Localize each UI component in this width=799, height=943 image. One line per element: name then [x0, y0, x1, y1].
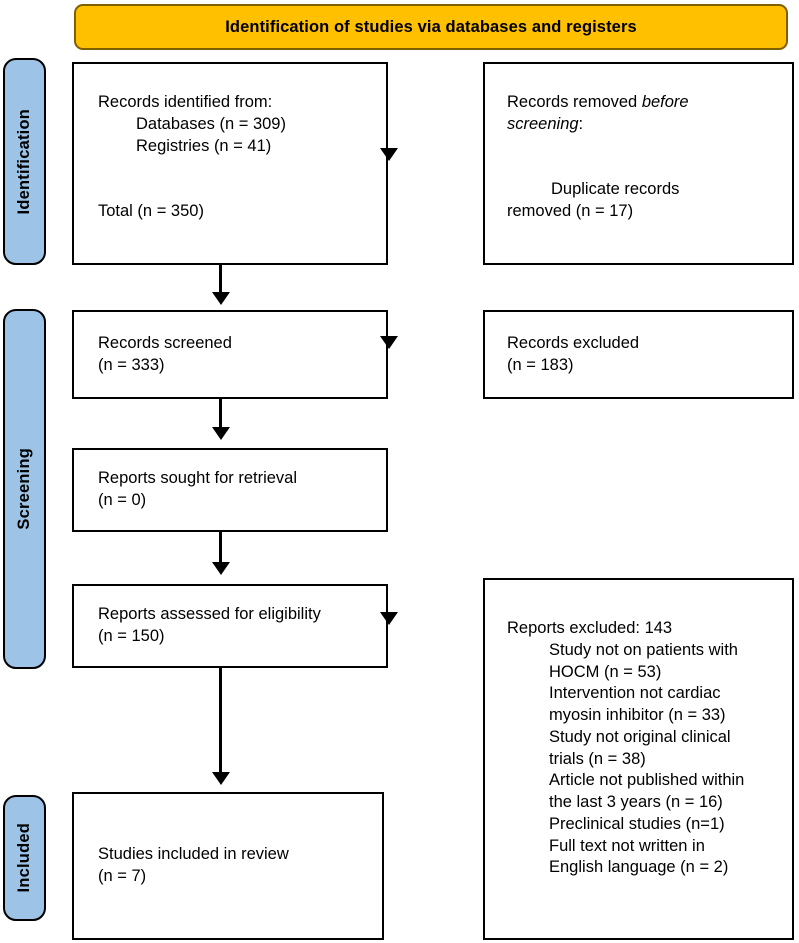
box-records-screened: Records screened (n = 333): [72, 310, 388, 399]
box-reports-excluded-text: Reports excluded: 143 Study not on patie…: [507, 618, 744, 879]
reports-sought-line1: Reports sought for retrieval: [98, 469, 298, 488]
records-removed-colon: :: [578, 114, 584, 133]
box-records-identified: Records identified from: Databases (n = …: [72, 62, 388, 265]
reports-excluded-reason-5: trials (n = 38): [549, 749, 646, 768]
arrow-down-icon-4: [212, 772, 230, 785]
records-removed-count-line: removed (n = 17): [507, 201, 634, 220]
arrow-side-icon-screened-to-excluded: [380, 336, 398, 349]
records-removed-italic-before: before: [641, 93, 689, 111]
records-identified-databases: Databases (n = 309): [136, 114, 286, 133]
box-reports-assessed: Reports assessed for eligibility (n = 15…: [72, 584, 388, 668]
box-records-identified-text: Records identified from: Databases (n = …: [98, 92, 286, 223]
box-studies-included: Studies included in review (n = 7): [72, 792, 384, 940]
arrow-side-icon-assessed-to-excluded: [380, 612, 398, 625]
reports-excluded-reason-0: Study not on patients with: [549, 640, 738, 659]
reports-excluded-reason-7: the last 3 years (n = 16): [549, 793, 723, 812]
records-excluded-line2: (n = 183): [507, 355, 574, 374]
stage-tab-identification-label: Identification: [15, 108, 33, 215]
arrow-down-icon-2: [212, 427, 230, 440]
arrow-side-icon-identified-to-removed: [380, 148, 398, 161]
records-excluded-line1: Records excluded: [507, 333, 640, 352]
stage-tab-screening: Screening: [3, 309, 46, 669]
records-removed-duplicate-line: Duplicate records: [551, 180, 680, 199]
box-records-excluded: Records excluded (n = 183): [483, 310, 794, 399]
studies-included-line1: Studies included in review: [98, 845, 289, 864]
box-reports-sought-text: Reports sought for retrieval (n = 0): [98, 468, 297, 512]
reports-excluded-heading: Reports excluded: 143: [507, 619, 673, 637]
reports-excluded-reason-3: myosin inhibitor (n = 33): [549, 706, 726, 725]
box-records-screened-text: Records screened (n = 333): [98, 333, 232, 377]
connector-screened-to-sought: [219, 399, 222, 435]
reports-excluded-reason-9: Full text not written in: [549, 836, 705, 855]
records-removed-italic-screening: screening: [507, 114, 579, 133]
box-studies-included-text: Studies included in review (n = 7): [98, 844, 289, 888]
records-screened-line1: Records screened: [98, 333, 232, 352]
reports-excluded-reason-8: Preclinical studies (n=1): [549, 814, 725, 833]
reports-sought-line2: (n = 0): [98, 491, 147, 509]
studies-included-line2: (n = 7): [98, 867, 147, 885]
stage-tab-included-label: Included: [15, 823, 33, 893]
records-removed-line1: Records removed: [507, 93, 642, 111]
records-identified-total: Total (n = 350): [98, 201, 204, 220]
arrow-down-icon-1: [212, 292, 230, 305]
records-screened-line2: (n = 333): [98, 355, 165, 374]
connector-assessed-to-included: [219, 668, 222, 778]
connector-sought-to-assessed: [219, 532, 222, 570]
reports-assessed-line1: Reports assessed for eligibility: [98, 605, 321, 624]
reports-excluded-reason-6: Article not published within: [549, 771, 745, 790]
reports-assessed-line2: (n = 150): [98, 627, 165, 645]
reports-excluded-reason-10: English language (n = 2): [549, 858, 729, 877]
box-records-removed: Records removed before screening: Duplic…: [483, 62, 794, 265]
reports-excluded-reason-2: Intervention not cardiac: [549, 684, 721, 703]
box-records-excluded-text: Records excluded (n = 183): [507, 333, 639, 377]
stage-tab-included: Included: [3, 795, 46, 921]
box-reports-assessed-text: Reports assessed for eligibility (n = 15…: [98, 604, 321, 648]
connector-identified-to-screened: [219, 265, 222, 299]
reports-excluded-reason-4: Study not original clinical: [549, 727, 731, 746]
reports-excluded-reason-1: HOCM (n = 53): [549, 662, 662, 681]
box-records-removed-text: Records removed before screening: Duplic…: [507, 92, 689, 223]
box-reports-excluded: Reports excluded: 143 Study not on patie…: [483, 578, 794, 940]
header-title: Identification of studies via databases …: [225, 17, 637, 36]
box-reports-sought: Reports sought for retrieval (n = 0): [72, 448, 388, 532]
stage-tab-screening-label: Screening: [15, 448, 33, 530]
records-identified-line1: Records identified from:: [98, 93, 273, 111]
header-banner: Identification of studies via databases …: [74, 4, 788, 50]
stage-tab-identification: Identification: [3, 58, 46, 265]
arrow-down-icon-3: [212, 562, 230, 575]
records-identified-registries: Registries (n = 41): [136, 136, 272, 155]
